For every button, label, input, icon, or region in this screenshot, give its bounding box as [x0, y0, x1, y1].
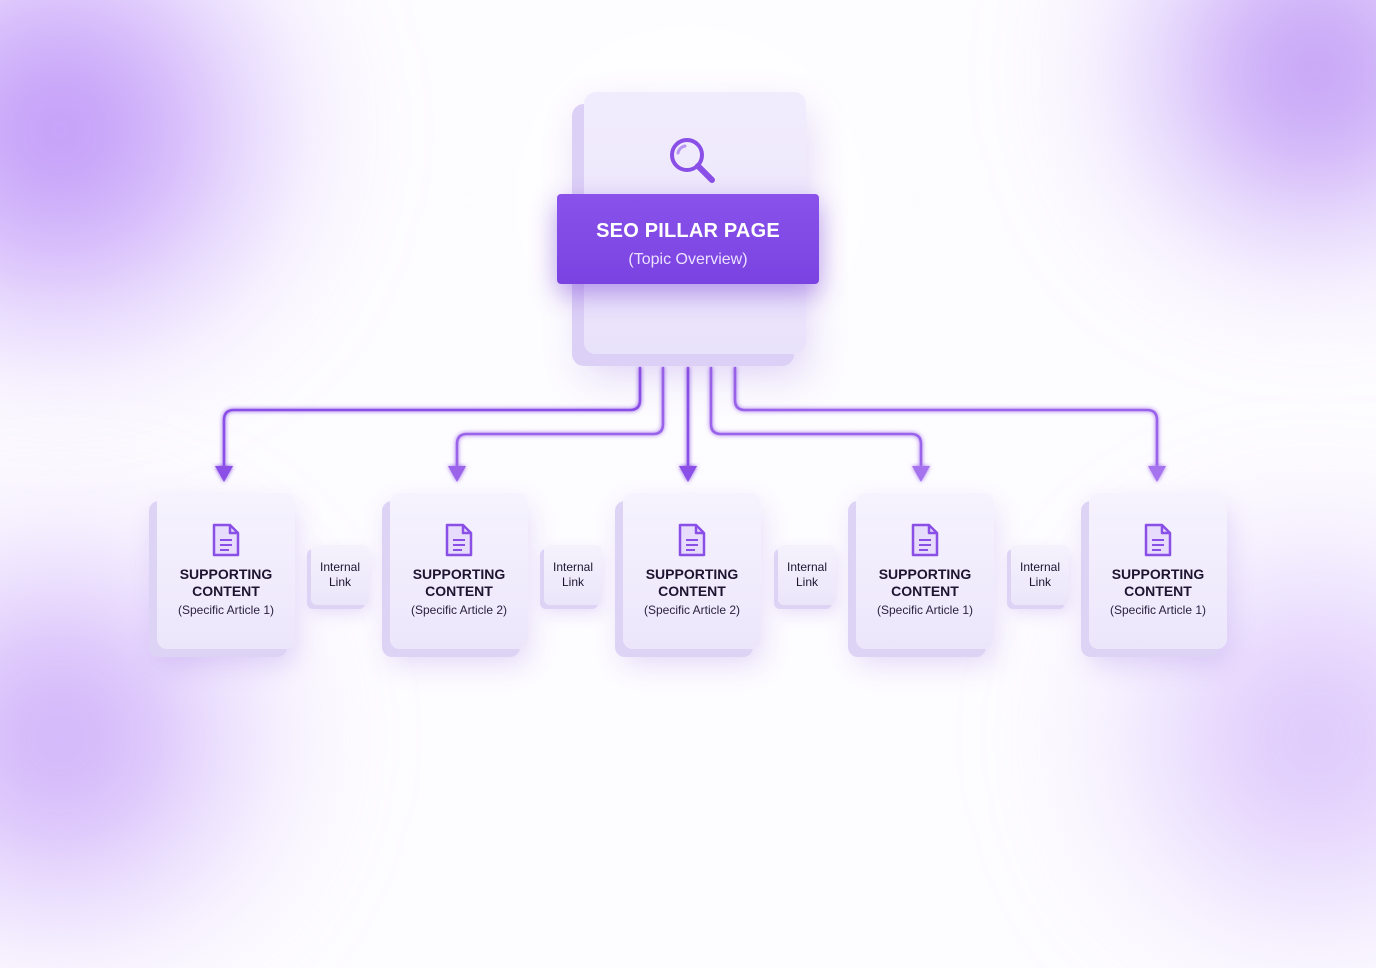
- pillar-title: SEO PILLAR PAGE: [596, 220, 780, 242]
- connector-to-card-2: [455, 366, 665, 470]
- connector-to-card-4: [709, 366, 923, 470]
- pillar-banner: SEO PILLAR PAGE (Topic Overview): [557, 194, 819, 284]
- connector-arrows: [215, 366, 1166, 482]
- card-subtitle: (Specific Article 1): [177, 603, 275, 617]
- pillar-subtitle: (Topic Overview): [628, 251, 748, 268]
- document-icon: [445, 523, 473, 557]
- document-icon: [1144, 523, 1172, 557]
- card-subtitle: (Specific Article 2): [643, 603, 741, 617]
- document-icon: [678, 523, 706, 557]
- document-icon: [212, 523, 240, 557]
- connector-to-card-5: [733, 366, 1159, 470]
- arrowhead-3: [679, 466, 697, 482]
- card-subtitle: (Specific Article 1): [876, 603, 974, 617]
- arrowhead-1: [215, 466, 233, 482]
- arrowhead-2: [448, 466, 466, 482]
- connector-to-card-1: [222, 366, 642, 470]
- document-icon: [911, 523, 939, 557]
- magnifier-icon: [670, 138, 715, 183]
- card-subtitle: (Specific Article 1): [1109, 603, 1207, 617]
- arrowhead-4: [912, 466, 930, 482]
- arrowhead-5: [1148, 466, 1166, 482]
- card-subtitle: (Specific Article 2): [410, 603, 508, 617]
